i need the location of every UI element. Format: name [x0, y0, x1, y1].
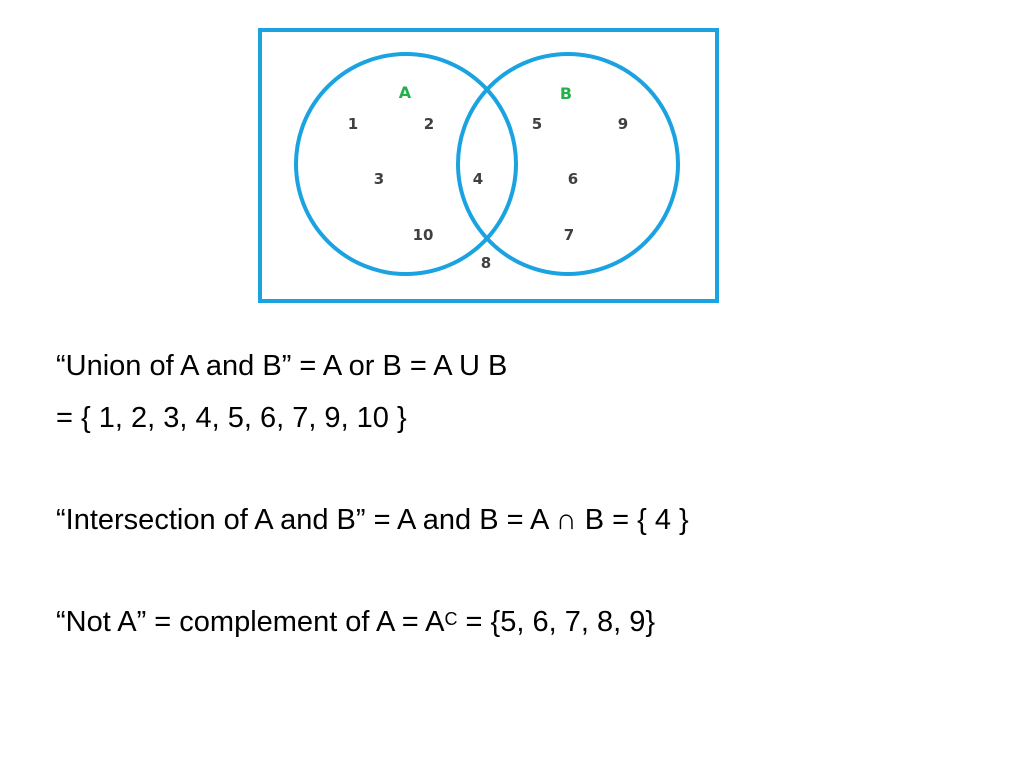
- element-a-3: 3: [374, 170, 384, 188]
- element-intersection-4: 4: [473, 170, 483, 188]
- universal-set-box: [258, 28, 719, 303]
- venn-diagram: A B 1 2 3 10 4 5 9 6 7 8: [258, 28, 719, 303]
- complement-superscript: C: [444, 609, 458, 629]
- element-b-5: 5: [532, 115, 542, 133]
- element-b-6: 6: [568, 170, 578, 188]
- complement-definition: “Not A” = complement of A = AC = {5, 6, …: [56, 605, 655, 639]
- set-a-label: A: [399, 83, 412, 102]
- union-result: = { 1, 2, 3, 4, 5, 6, 7, 9, 10 }: [56, 402, 407, 434]
- element-b-9: 9: [618, 115, 628, 133]
- element-a-1: 1: [348, 115, 358, 133]
- set-a-circle: [294, 52, 518, 276]
- intersection-definition: “Intersection of A and B” = A and B = A …: [56, 504, 689, 536]
- set-b-circle: [456, 52, 680, 276]
- complement-prefix: “Not A” = complement of A = A: [56, 606, 445, 638]
- element-outside-8: 8: [481, 254, 491, 272]
- element-b-7: 7: [564, 226, 574, 244]
- union-definition: “Union of A and B” = A or B = A U B: [56, 350, 508, 382]
- element-a-2: 2: [424, 115, 434, 133]
- element-a-10: 10: [413, 226, 434, 244]
- complement-result: = {5, 6, 7, 8, 9}: [457, 606, 656, 638]
- set-b-label: B: [560, 84, 572, 103]
